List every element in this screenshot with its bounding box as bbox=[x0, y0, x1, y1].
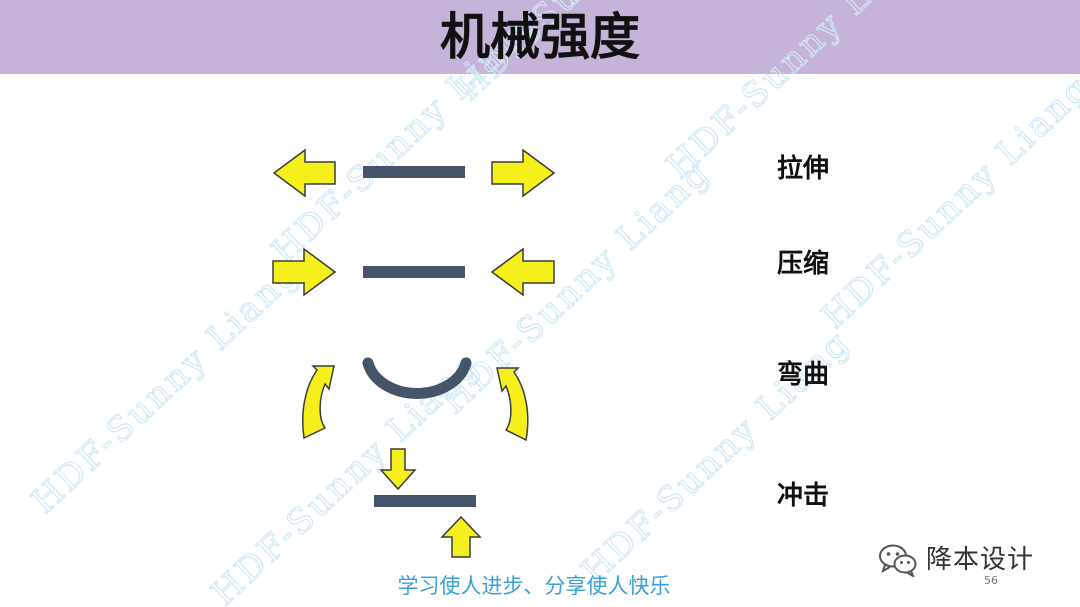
header-bar bbox=[0, 0, 1080, 74]
bar-icon bbox=[363, 166, 465, 178]
wechat-icon bbox=[879, 544, 917, 577]
curved-arrow-left-icon bbox=[302, 365, 335, 440]
arrow-left-icon bbox=[490, 247, 555, 297]
curved-bar-icon bbox=[362, 357, 472, 399]
arrow-left-icon bbox=[272, 148, 336, 198]
label-bending: 弯曲 bbox=[777, 360, 830, 390]
impact-icon bbox=[374, 448, 482, 558]
compression-icon bbox=[272, 247, 555, 297]
arrow-down-icon bbox=[379, 448, 417, 491]
page-title: 机械强度 bbox=[440, 8, 640, 66]
label-tension: 拉伸 bbox=[777, 154, 830, 184]
label-impact: 冲击 bbox=[777, 481, 830, 511]
brand-badge: 降本设计 bbox=[878, 540, 1034, 580]
bending-icon bbox=[302, 357, 529, 442]
label-compression: 压缩 bbox=[777, 249, 830, 279]
brand-name: 降本设计 bbox=[926, 545, 1035, 575]
tension-icon bbox=[272, 148, 556, 198]
curved-arrow-right-icon bbox=[496, 367, 529, 442]
page-number: 56 bbox=[984, 574, 998, 587]
arrow-right-icon bbox=[491, 148, 556, 198]
arrow-up-icon bbox=[440, 515, 482, 558]
footer-slogan: 学习使人进步、分享使人快乐 bbox=[397, 574, 671, 598]
bar-icon bbox=[374, 495, 476, 507]
arrow-right-icon bbox=[272, 247, 337, 297]
bar-icon bbox=[363, 266, 465, 278]
